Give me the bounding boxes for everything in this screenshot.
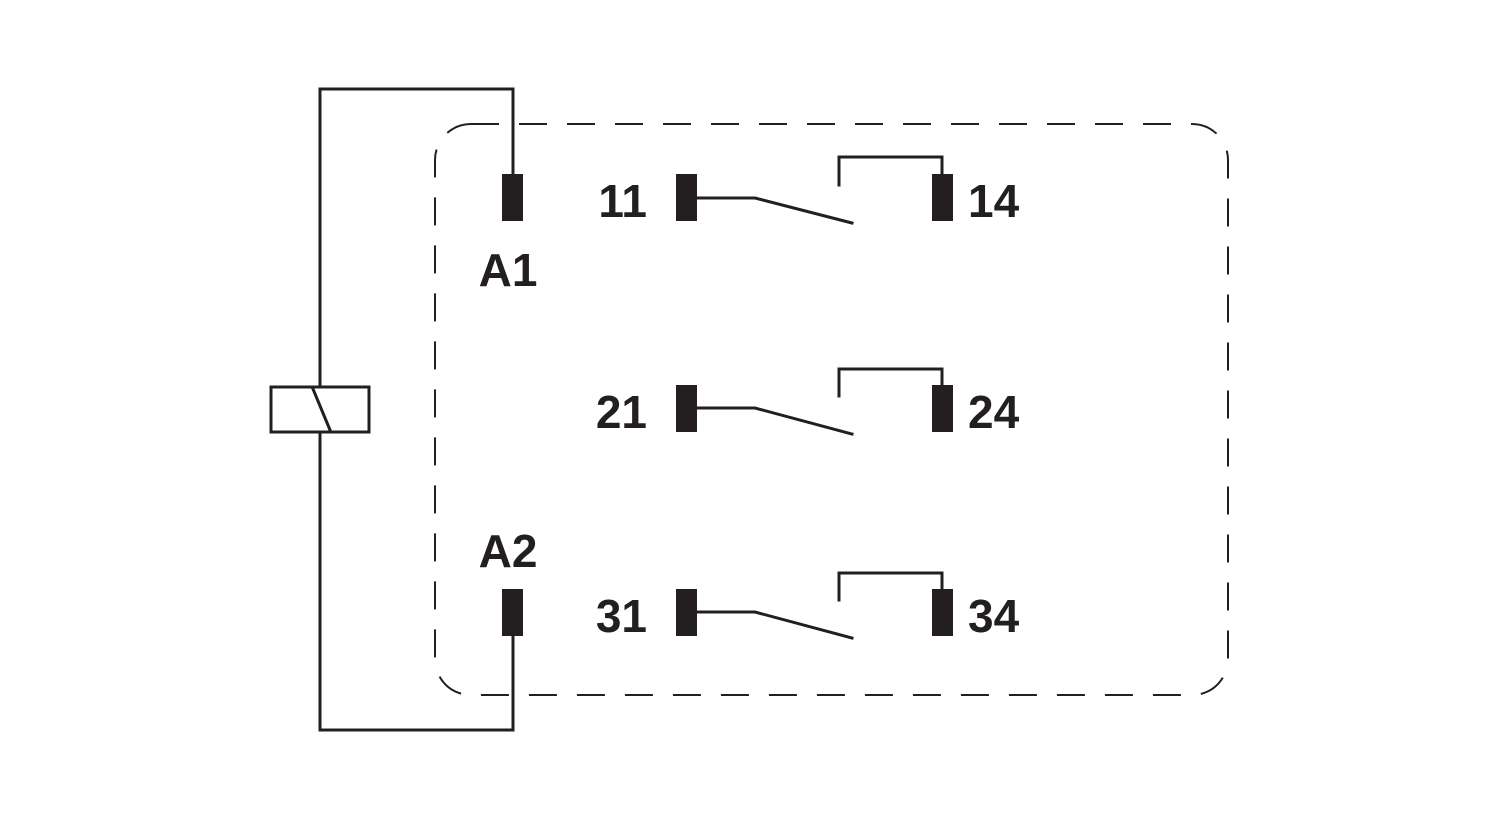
relay-enclosure (434, 123, 1229, 696)
contact-bracket-2 (837, 367, 944, 398)
terminal-24 (932, 385, 953, 432)
coil-symbol (269, 385, 371, 434)
terminal-11 (676, 174, 697, 221)
terminal-21 (676, 385, 697, 432)
label-24: 24 (968, 386, 1020, 438)
contact-set-1: 11 14 (598, 155, 1020, 227)
contact-bracket-3 (837, 571, 944, 602)
switch-arm-3 (695, 610, 854, 640)
label-a1: A1 (479, 244, 538, 296)
coil-diagonal (311, 387, 332, 432)
terminal-14 (932, 174, 953, 221)
contact-set-2: 21 24 (596, 367, 1020, 438)
label-31: 31 (596, 590, 647, 642)
switch-arm-2 (695, 406, 854, 436)
terminal-31 (676, 589, 697, 636)
coil-wire-top (318, 87, 515, 389)
label-34: 34 (968, 590, 1020, 642)
contact-set-3: 31 34 (596, 571, 1020, 642)
contact-bracket-1 (837, 155, 944, 187)
switch-arm-1 (695, 196, 854, 225)
label-a2: A2 (479, 525, 538, 577)
terminal-a2 (502, 589, 523, 636)
coil-wire-bottom (318, 430, 515, 732)
label-21: 21 (596, 386, 647, 438)
label-11: 11 (598, 175, 647, 227)
terminal-a1 (502, 174, 523, 221)
terminal-34 (932, 589, 953, 636)
label-14: 14 (968, 175, 1020, 227)
